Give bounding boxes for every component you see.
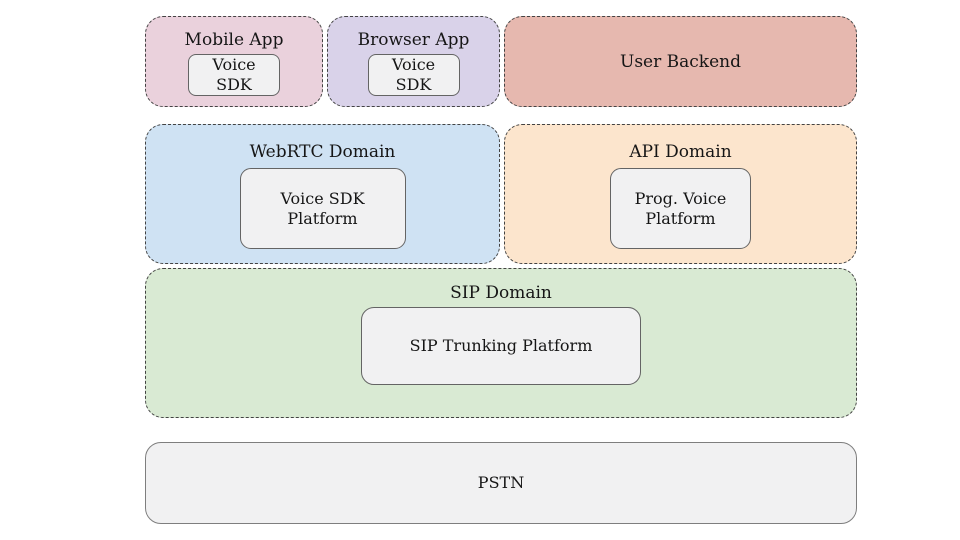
api-domain-group: API Domain Prog. Voice Platform	[504, 124, 857, 264]
sip-trunking-platform-box: SIP Trunking Platform	[361, 307, 641, 385]
user-backend-group: User Backend	[504, 16, 857, 107]
sip-domain-group: SIP Domain SIP Trunking Platform	[145, 268, 857, 418]
browser-voice-sdk-box: Voice SDK	[367, 54, 460, 96]
prog-voice-platform-label: Prog. Voice Platform	[634, 188, 727, 228]
user-backend-label: User Backend	[620, 51, 741, 72]
sip-trunking-platform-label: SIP Trunking Platform	[409, 336, 593, 355]
webrtc-domain-label: WebRTC Domain	[249, 142, 396, 162]
pstn-box: PSTN	[145, 442, 857, 524]
webrtc-domain-group: WebRTC Domain Voice SDK Platform	[145, 124, 500, 264]
api-domain-label: API Domain	[629, 142, 732, 162]
mobile-voice-sdk-label: Voice SDK	[212, 55, 256, 94]
pstn-label: PSTN	[477, 473, 525, 492]
voice-sdk-platform-label: Voice SDK Platform	[280, 188, 365, 228]
mobile-voice-sdk-box: Voice SDK	[188, 54, 280, 96]
prog-voice-platform-box: Prog. Voice Platform	[610, 168, 751, 249]
mobile-app-group: Mobile App Voice SDK	[145, 16, 323, 107]
voice-sdk-platform-box: Voice SDK Platform	[239, 168, 406, 249]
browser-voice-sdk-label: Voice SDK	[391, 55, 436, 94]
browser-app-label: Browser App	[357, 30, 470, 50]
sip-domain-label: SIP Domain	[450, 283, 552, 303]
mobile-app-label: Mobile App	[184, 30, 284, 50]
browser-app-group: Browser App Voice SDK	[327, 16, 500, 107]
